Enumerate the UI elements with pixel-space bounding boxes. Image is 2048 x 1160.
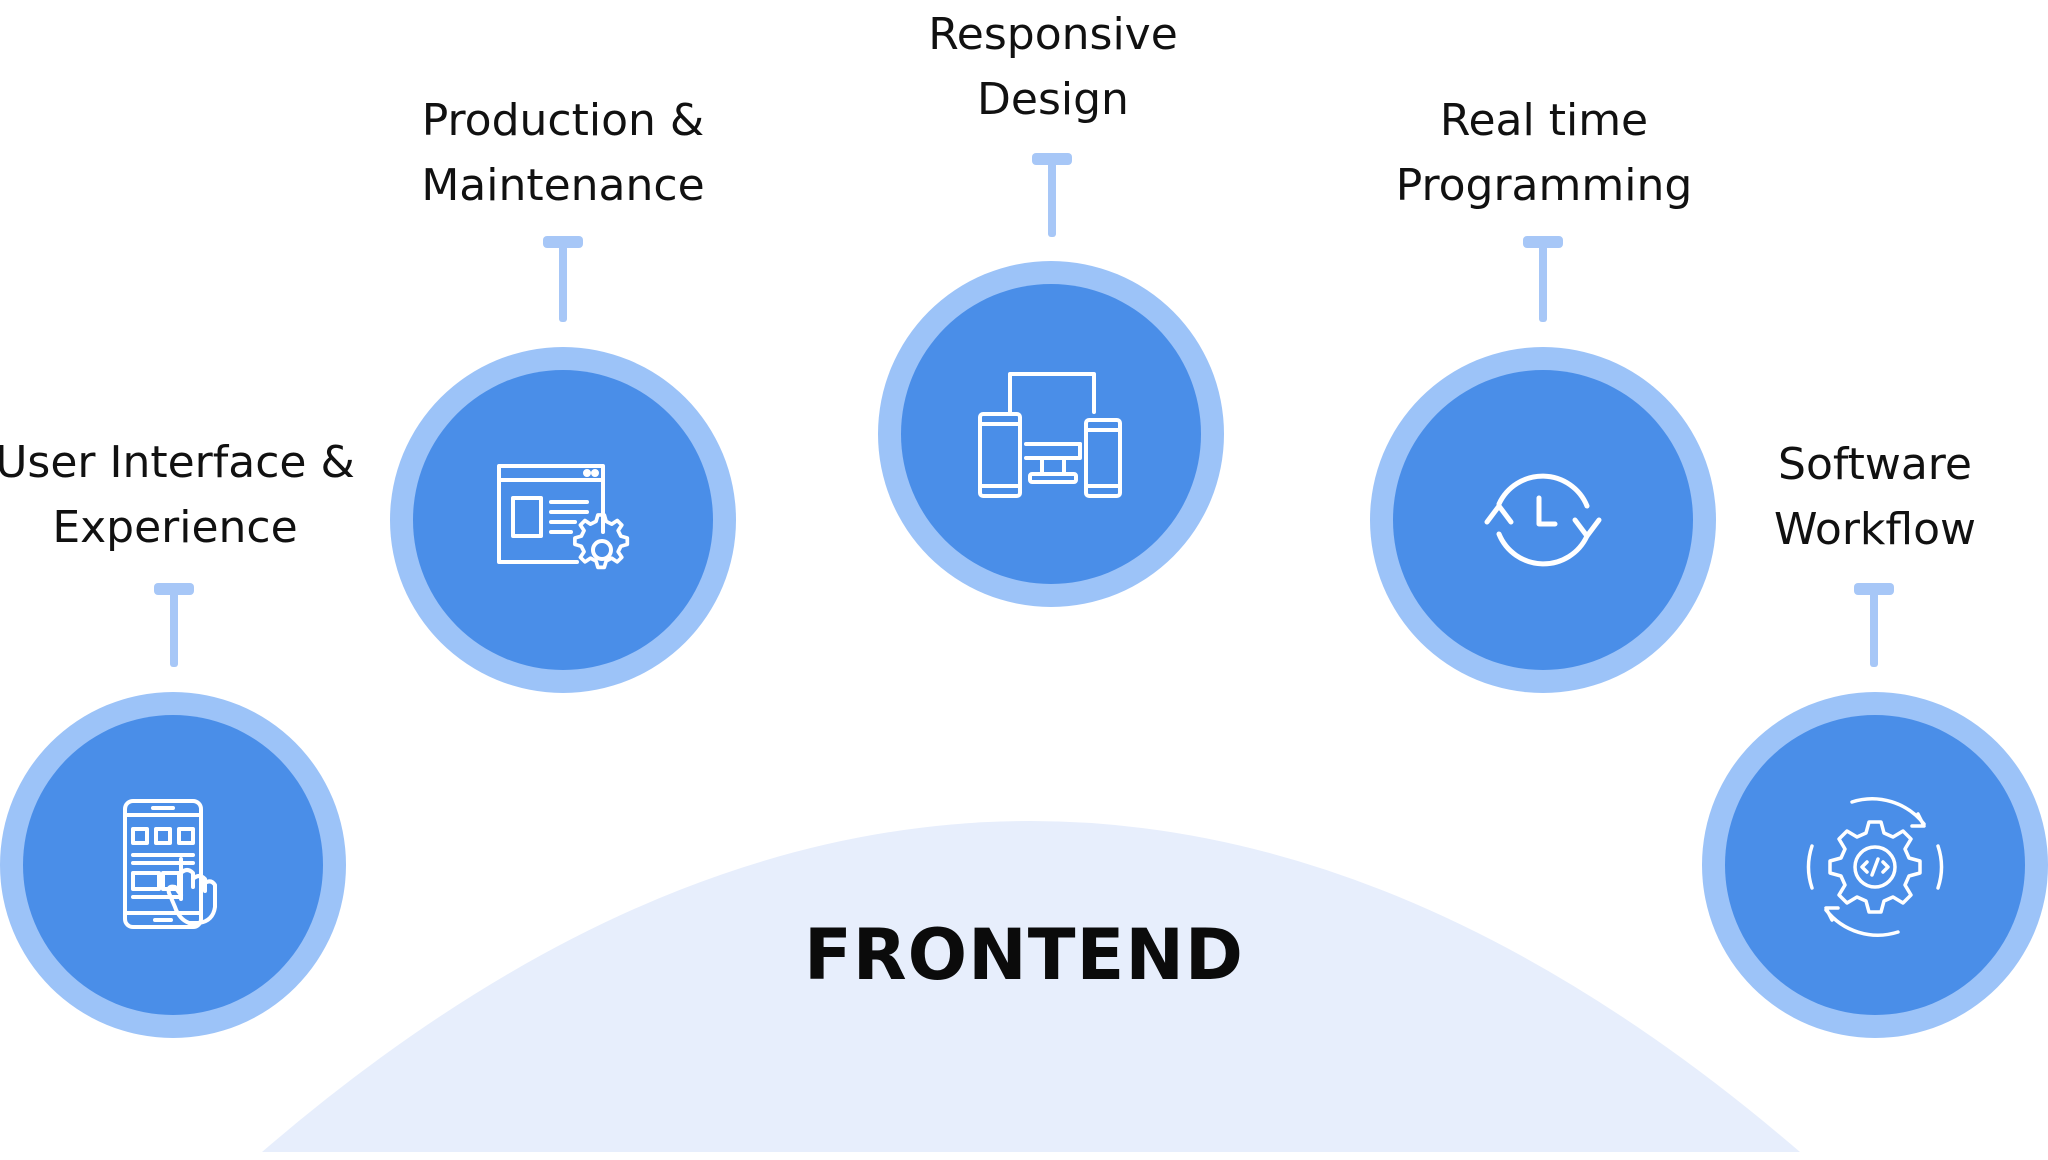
label-workflow-line2: Workflow (1773, 504, 1977, 555)
browser-settings-icon (497, 464, 630, 570)
label-responsive-design: Responsive Design (833, 2, 1273, 132)
node-software-workflow (1702, 692, 2048, 1038)
label-workflow-line1: Software (1778, 439, 1972, 490)
label-ui-line1: User Interface & (0, 437, 355, 488)
connector-stem-responsive (1048, 153, 1056, 237)
label-realtime-line1: Real time (1439, 95, 1649, 146)
center-title: FRONTEND (803, 914, 1245, 996)
node-realtime-programming (1370, 347, 1716, 693)
label-ui-line2: Experience (52, 502, 298, 553)
node-production-maintenance (390, 347, 736, 693)
label-responsive-line1: Responsive (928, 9, 1178, 60)
connector-stem-workflow (1870, 583, 1878, 667)
connector-stem-realtime (1539, 236, 1547, 322)
connector-stem-production (559, 236, 567, 322)
label-realtime-programming: Real time Programming (1324, 88, 1764, 218)
devices-icon (978, 372, 1122, 498)
clock-refresh-icon (1484, 473, 1602, 567)
label-software-workflow: Software Workflow (1655, 432, 2048, 562)
label-production-maintenance: Production & Maintenance (343, 88, 783, 218)
node-responsive-inner (901, 284, 1201, 584)
connector-stem-ui (170, 583, 178, 667)
label-production-line1: Production & (421, 95, 705, 146)
label-ui-experience: User Interface & Experience (0, 430, 395, 560)
label-responsive-line2: Design (977, 74, 1129, 125)
node-ui-experience (0, 692, 346, 1038)
node-responsive-design (878, 261, 1224, 607)
label-production-line2: Maintenance (421, 160, 705, 211)
label-realtime-line2: Programming (1395, 160, 1693, 211)
mobile-touch-icon (123, 799, 217, 929)
node-realtime-inner (1393, 370, 1693, 670)
code-gear-icon (1806, 797, 1944, 937)
